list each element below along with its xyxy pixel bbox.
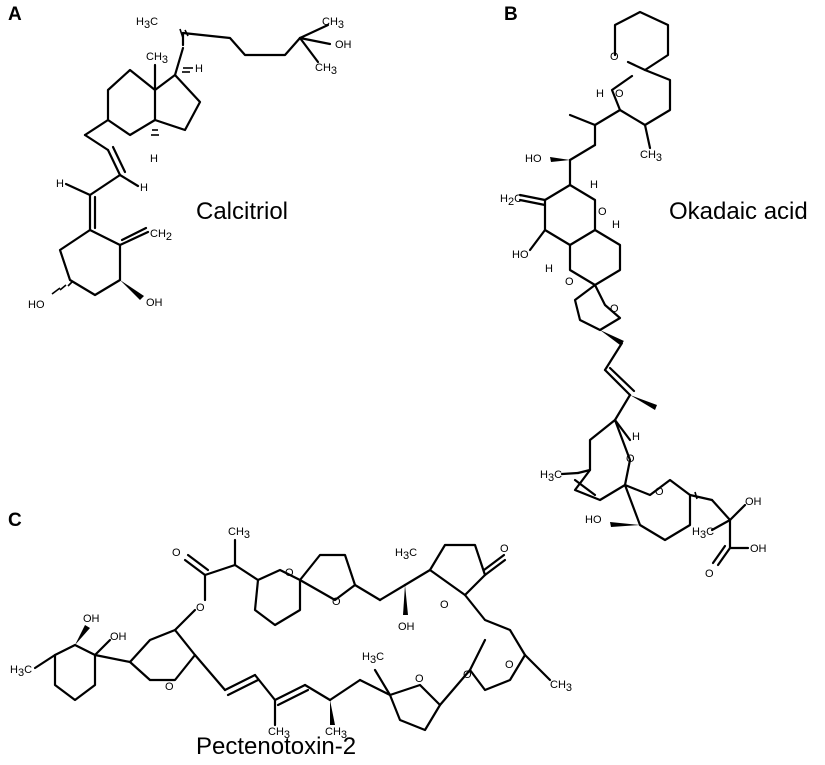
calcitriol-ch3-ring: CH3 bbox=[146, 51, 168, 66]
okadaic-ch3-ring: CH3 bbox=[640, 149, 662, 164]
pectenotoxin-o-lower: O bbox=[415, 673, 424, 685]
calcitriol-h-vinyl-1: H bbox=[56, 178, 64, 190]
pectenotoxin-ch3-top: CH3 bbox=[228, 526, 250, 541]
calcitriol-h3c: H3C bbox=[136, 16, 158, 31]
okadaic-acid-name: Okadaic acid bbox=[669, 198, 808, 225]
pectenotoxin-o-bicyclic2: O bbox=[505, 659, 514, 671]
calcitriol-structure: H3C CH3 OH CH3 CH3 H H H H CH2 OH bbox=[28, 16, 352, 311]
pectenotoxin-ch3-chain2: CH3 bbox=[325, 726, 347, 741]
pectenotoxin-o-thf1: O bbox=[332, 596, 341, 608]
pectenotoxin-o-thf2: O bbox=[440, 599, 449, 611]
pectenotoxin-ch3-chain1: CH3 bbox=[268, 726, 290, 741]
pectenotoxin-2-name: Pectenotoxin-2 bbox=[196, 733, 357, 760]
calcitriol-name: Calcitriol bbox=[196, 198, 289, 225]
okadaic-o-3: O bbox=[598, 206, 607, 218]
okadaic-o-5: O bbox=[610, 303, 619, 315]
pectenotoxin-oh-2: OH bbox=[110, 631, 127, 643]
pectenotoxin-o-lactone: O bbox=[165, 681, 174, 693]
calcitriol-h-vinyl-2: H bbox=[140, 182, 148, 194]
okadaic-o-1: O bbox=[610, 51, 619, 63]
okadaic-oh-1: OH bbox=[745, 496, 762, 508]
okadaic-ho-1: HO bbox=[525, 153, 542, 165]
pectenotoxin-ch3-right: CH3 bbox=[550, 679, 572, 694]
pectenotoxin-2-structure: H3C OH OH O O O CH3 O O OH H3C O O bbox=[10, 526, 572, 741]
calcitriol-h-bottom: H bbox=[150, 153, 158, 165]
okadaic-ho-2: HO bbox=[512, 249, 529, 261]
calcitriol-ch3-bottom: CH3 bbox=[315, 62, 337, 77]
pectenotoxin-h3c-left: H3C bbox=[10, 664, 32, 679]
okadaic-o-4: O bbox=[565, 276, 574, 288]
pectenotoxin-o-bicyclic1: O bbox=[463, 669, 472, 681]
panel-a-letter: A bbox=[8, 4, 22, 25]
okadaic-h-4: H bbox=[612, 219, 620, 231]
okadaic-acid-structure: O O CH3 H HO O H2C H HO H H O O bbox=[500, 10, 767, 580]
okadaic-h-2: H bbox=[590, 179, 598, 191]
pectenotoxin-oh-1: OH bbox=[83, 613, 100, 625]
calcitriol-oh-side: OH bbox=[335, 39, 352, 51]
okadaic-h-5: H bbox=[632, 431, 640, 443]
pectenotoxin-h3c-c: H3C bbox=[395, 547, 417, 562]
okadaic-o-acid: O bbox=[705, 568, 714, 580]
calcitriol-ch3-top: CH3 bbox=[322, 16, 344, 31]
calcitriol-oh-ring: OH bbox=[146, 297, 163, 309]
pectenotoxin-o-ketone: O bbox=[500, 543, 509, 555]
okadaic-oh-acid: OH bbox=[750, 543, 767, 555]
calcitriol-ch2: CH2 bbox=[150, 228, 172, 243]
okadaic-h3c: H3C bbox=[540, 469, 562, 484]
panel-b-letter: B bbox=[504, 4, 518, 25]
calcitriol-h-right: H bbox=[195, 63, 203, 75]
okadaic-h3c-2: H3C bbox=[692, 526, 714, 541]
okadaic-o-2: O bbox=[615, 88, 624, 100]
okadaic-o-6: O bbox=[626, 453, 635, 465]
okadaic-ho-3: HO bbox=[585, 514, 602, 526]
okadaic-h-1: H bbox=[596, 88, 604, 100]
pectenotoxin-o-pyran: O bbox=[285, 567, 294, 579]
okadaic-o-7: O bbox=[655, 486, 664, 498]
panel-c-letter: C bbox=[8, 510, 22, 531]
okadaic-h-3: H bbox=[545, 263, 553, 275]
okadaic-h2c: H2C bbox=[500, 193, 522, 208]
pectenotoxin-o-carbonyl: O bbox=[172, 547, 181, 559]
pectenotoxin-o-ester: O bbox=[196, 602, 205, 614]
pectenotoxin-oh-3: OH bbox=[398, 621, 415, 633]
pectenotoxin-h3c-lower: H3C bbox=[362, 651, 384, 666]
calcitriol-ho: HO bbox=[28, 299, 45, 311]
